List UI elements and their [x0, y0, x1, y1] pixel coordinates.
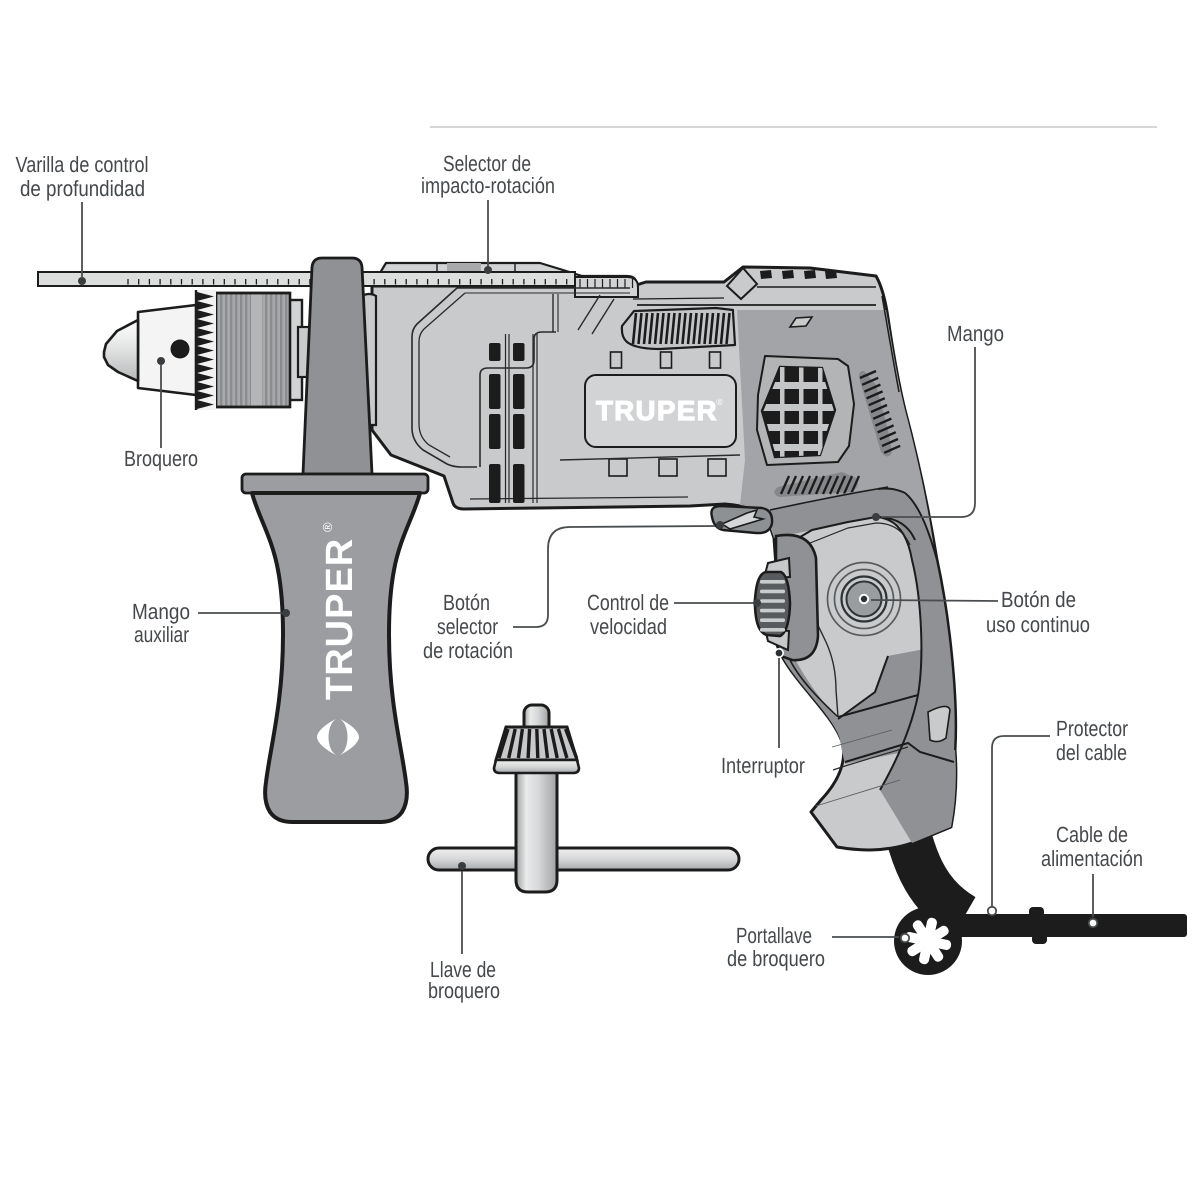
svg-text:Mango: Mango — [132, 599, 190, 624]
svg-text:de rotación: de rotación — [423, 638, 513, 663]
svg-text:Protector: Protector — [1056, 716, 1128, 741]
svg-text:de profundidad: de profundidad — [20, 176, 145, 201]
svg-text:®: ® — [716, 397, 723, 407]
svg-text:Portallave: Portallave — [736, 923, 812, 948]
svg-text:alimentación: alimentación — [1041, 846, 1143, 871]
svg-text:Selector de: Selector de — [443, 151, 531, 176]
svg-text:TRUPER: TRUPER — [596, 395, 718, 426]
svg-text:Botón de: Botón de — [1001, 587, 1076, 612]
svg-text:Botón: Botón — [443, 590, 490, 615]
svg-text:TRUPER: TRUPER — [319, 538, 361, 700]
svg-text:Broquero: Broquero — [124, 446, 198, 471]
svg-text:velocidad: velocidad — [590, 614, 667, 639]
svg-text:Varilla de control: Varilla de control — [16, 152, 149, 177]
svg-text:Llave de: Llave de — [430, 957, 496, 982]
svg-text:Cable de: Cable de — [1056, 822, 1128, 847]
svg-text:Control de: Control de — [587, 590, 669, 615]
svg-text:uso continuo: uso continuo — [986, 612, 1090, 637]
svg-text:broquero: broquero — [428, 978, 500, 1003]
svg-text:del cable: del cable — [1056, 740, 1127, 765]
svg-text:selector: selector — [437, 614, 498, 639]
svg-text:Mango: Mango — [947, 321, 1004, 346]
svg-text:de broquero: de broquero — [727, 946, 825, 971]
svg-text:auxiliar: auxiliar — [134, 622, 189, 647]
svg-text:Interruptor: Interruptor — [721, 753, 805, 778]
svg-text:®: ® — [320, 522, 335, 532]
svg-text:impacto-rotación: impacto-rotación — [421, 173, 555, 198]
